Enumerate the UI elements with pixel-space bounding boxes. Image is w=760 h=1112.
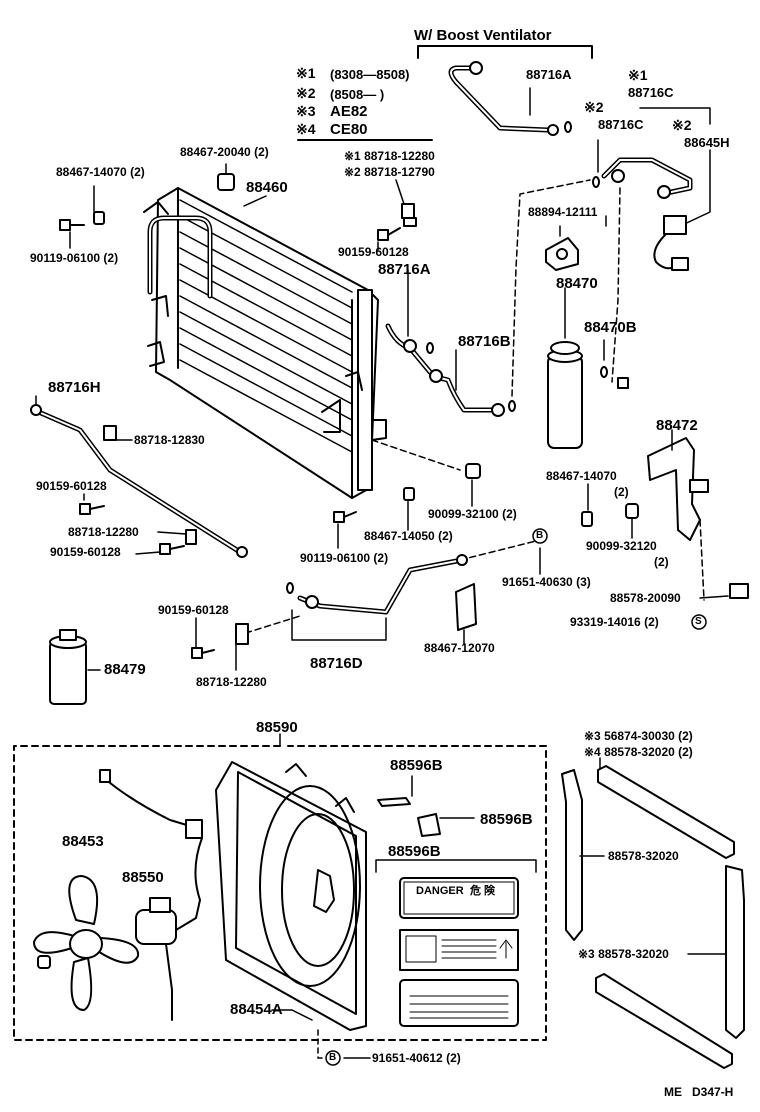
part-88578-32020a: 88578-32020 — [608, 849, 679, 863]
part-88472: 88472 — [656, 417, 698, 434]
fan-assembly-box — [13, 745, 547, 1041]
part-88894: 88894-12111 — [528, 205, 598, 219]
part-90159-60128c: 90159-60128 — [50, 545, 121, 559]
part-90099-32120-qty: (2) — [654, 555, 669, 569]
part-90099-32120: 90099-32120 — [586, 539, 657, 553]
part-88716A-mid: 88716A — [378, 261, 431, 278]
badge-b-1: B — [536, 530, 544, 541]
legend-note-4: CE80 — [330, 121, 368, 138]
part-88470B: 88470B — [584, 319, 637, 336]
part-88596B-b: 88596B — [480, 811, 533, 828]
legend-note-2-mark: ※2 — [296, 85, 316, 101]
part-88578-mark3b: ※3 88578-32020 — [578, 947, 669, 961]
sticker-danger-jp-label: 危 険 — [470, 885, 496, 897]
part-mark2b: ※2 — [672, 117, 692, 133]
fan-blade — [33, 875, 140, 1011]
part-88467-14050: 88467-14050 (2) — [364, 529, 453, 543]
sticker-danger-label: DANGER — [416, 885, 464, 897]
part-88550: 88550 — [122, 869, 164, 886]
part-88718-12790-mark2: ※2 88718-12790 — [344, 165, 435, 179]
part-93319-14016: 93319-14016 (2) — [570, 615, 659, 629]
part-90119-06100b: 90119-06100 (2) — [300, 551, 389, 565]
part-90159-60128d: 90159-60128 — [158, 603, 229, 617]
part-88718-12280b: 88718-12280 — [196, 675, 267, 689]
part-88578-20090: 88578-20090 — [610, 591, 681, 605]
legend-note-3-mark: ※3 — [296, 103, 316, 119]
part-88718-12830: 88718-12830 — [134, 433, 205, 447]
part-88716C-1: 88716C — [628, 85, 674, 100]
legend-note-1: (8308—8508) — [330, 67, 410, 82]
part-90159-60128b: 90159-60128 — [36, 479, 107, 493]
part-88716C-2: 88716C — [598, 117, 644, 132]
part-88454A: 88454A — [230, 1001, 283, 1018]
legend-note-2: (8508— ) — [330, 87, 385, 102]
part-88718-12280-mark1: ※1 88718-12280 — [344, 149, 435, 163]
part-90159-60128a: 90159-60128 — [338, 245, 409, 259]
badge-b-2: B — [329, 1052, 337, 1063]
legend-note-4-mark: ※4 — [296, 121, 316, 137]
part-56874-mark3: ※3 56874-30030 (2) — [584, 729, 693, 743]
part-mark1: ※1 — [628, 67, 648, 83]
part-88596B-a: 88596B — [390, 757, 443, 774]
part-88453: 88453 — [62, 833, 104, 850]
part-90099-32100: 90099-32100 (2) — [428, 507, 517, 521]
fan-shroud — [215, 761, 367, 1031]
part-88716B: 88716B — [458, 333, 511, 350]
part-91651-40630: 91651-40630 (3) — [502, 575, 591, 589]
part-90119-06100a: 90119-06100 (2) — [30, 251, 119, 265]
fan-motor — [99, 769, 203, 1021]
part-88578-mark4: ※4 88578-32020 (2) — [584, 745, 693, 759]
condenser — [143, 187, 387, 499]
part-88467-14070b-qty: (2) — [614, 485, 629, 499]
legend-note-3: AE82 — [330, 103, 368, 120]
legend-note-1-mark: ※1 — [296, 65, 316, 81]
seal-strips — [561, 765, 745, 1069]
part-88467-14070b: 88467-14070 — [546, 469, 617, 483]
boost-ventilator-title: W/ Boost Ventilator — [414, 27, 552, 44]
part-88716D: 88716D — [310, 655, 363, 672]
part-88460: 88460 — [246, 179, 288, 196]
part-88716H: 88716H — [48, 379, 101, 396]
part-88596B-c: 88596B — [388, 843, 441, 860]
part-88718-12280a: 88718-12280 — [68, 525, 139, 539]
part-88479: 88479 — [104, 661, 146, 678]
part-mark2a: ※2 — [584, 99, 604, 115]
part-91651-40612: 91651-40612 (2) — [372, 1051, 461, 1065]
part-88467-20040: 88467-20040 (2) — [180, 145, 269, 159]
part-88716A-top: 88716A — [526, 67, 572, 82]
part-88590: 88590 — [256, 719, 298, 736]
part-88467-12070: 88467-12070 — [424, 641, 495, 655]
boost-ventilator-bracket — [417, 45, 593, 59]
part-88470: 88470 — [556, 275, 598, 292]
figure-code: ME D347-H — [664, 1085, 734, 1099]
badge-s: S — [695, 616, 702, 627]
part-88645H: 88645H — [684, 135, 730, 150]
part-88467-14070a: 88467-14070 (2) — [56, 165, 145, 179]
